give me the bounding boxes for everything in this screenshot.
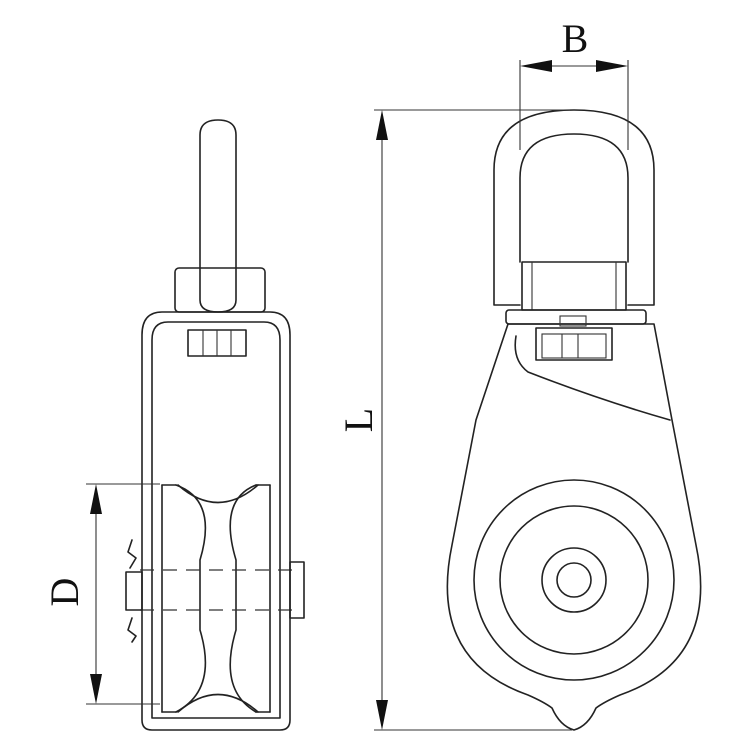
top-bar: [505, 309, 647, 325]
axle-head: [125, 571, 143, 611]
sheave-outer: [473, 479, 675, 681]
diameter-label: D: [42, 578, 87, 607]
swivel-collar: [174, 267, 266, 313]
swivel-eye-inner: [519, 133, 629, 263]
swivel-eye-outer: [493, 109, 655, 306]
front-view: [446, 109, 702, 731]
front-nut: [535, 327, 613, 361]
eye-stem: [199, 119, 237, 313]
dimension-d: D: [42, 483, 160, 705]
sheave-side: [161, 484, 271, 713]
axle-dashed: [140, 569, 300, 611]
outer-frame: [141, 311, 291, 731]
body-panel-line: [514, 335, 671, 421]
swivel-shank: [521, 261, 627, 311]
axle-hole: [556, 562, 592, 598]
width-label: B: [562, 16, 589, 61]
side-view: [125, 119, 305, 731]
cotter-pin: [127, 539, 137, 643]
axle-nut: [289, 561, 305, 619]
sheave-groove: [499, 505, 649, 655]
length-label: L: [336, 408, 381, 432]
inner-frame: [151, 321, 281, 719]
hub-outer: [541, 547, 607, 613]
block-body: [446, 323, 702, 731]
dimension-l: L: [336, 109, 572, 731]
dimension-b: B: [519, 16, 629, 150]
